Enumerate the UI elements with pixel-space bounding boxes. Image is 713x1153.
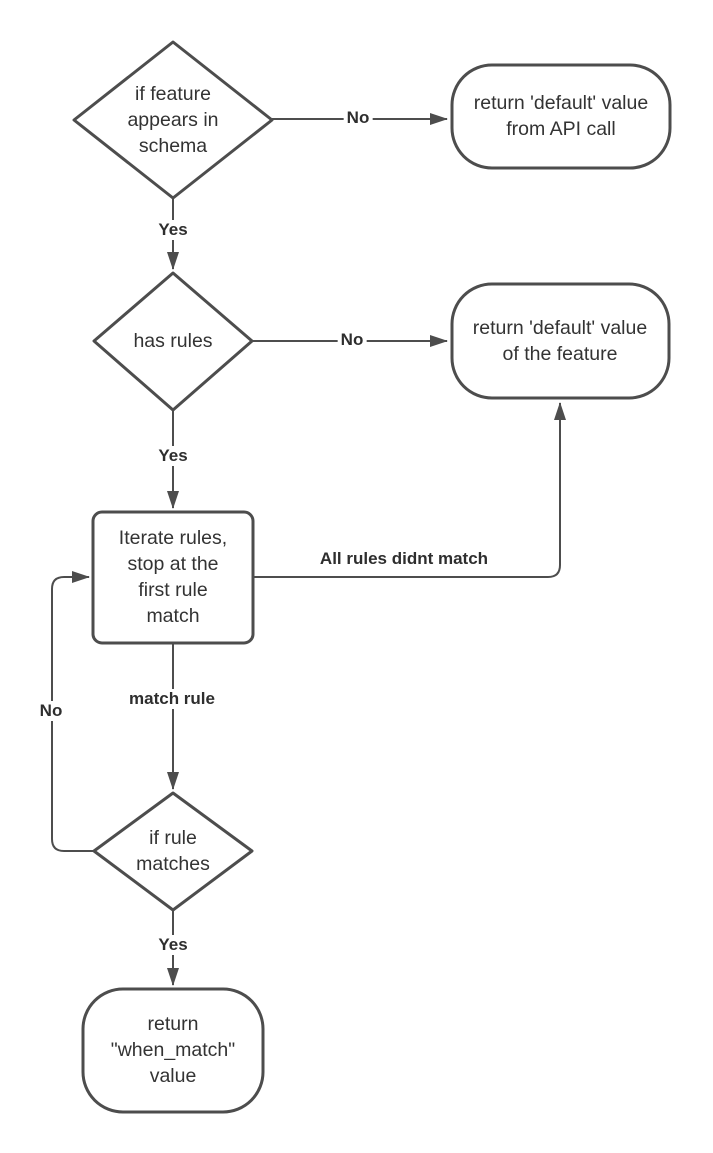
decision-shape-check-schema <box>72 40 274 200</box>
terminator-shape-return-when-match <box>81 987 265 1114</box>
decision-shape-rule-matches <box>92 791 254 912</box>
process-shape-iterate-rules <box>91 510 255 645</box>
decision-shape-has-rules <box>92 271 254 412</box>
connector-all-rules-didnt-match <box>253 402 566 578</box>
terminator-shape-return-feature-default <box>450 282 671 400</box>
terminator-shape-return-api-default <box>450 63 672 170</box>
connector-rule-no-loop <box>51 571 93 852</box>
